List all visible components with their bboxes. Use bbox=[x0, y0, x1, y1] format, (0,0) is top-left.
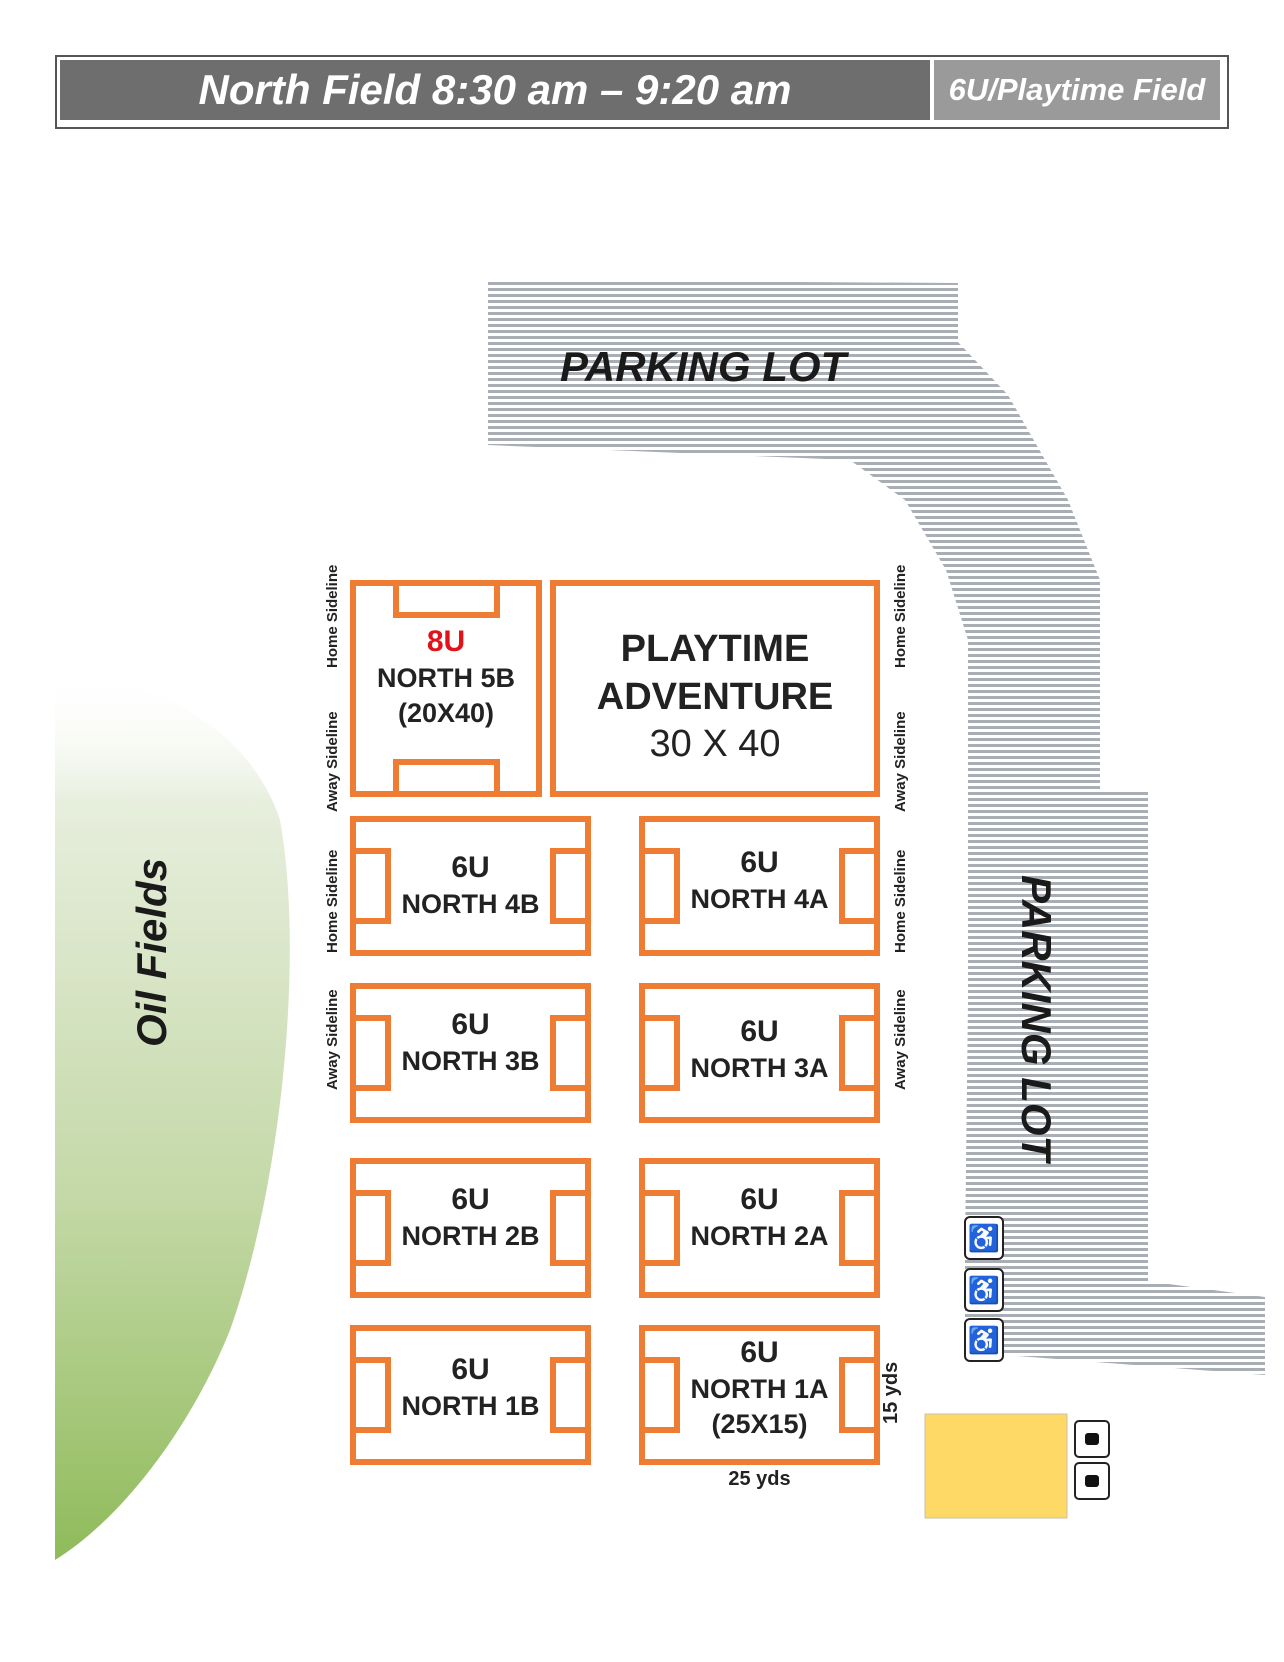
field-north-2b-label: 6U NORTH 2B bbox=[388, 1180, 553, 1254]
oil-fields-label: Oil Fields bbox=[128, 857, 175, 1047]
home-sideline-right-mid: Home Sideline bbox=[892, 849, 909, 953]
field-north-3b-label: 6U NORTH 3B bbox=[388, 1005, 553, 1079]
field-name: NORTH 3B bbox=[401, 1046, 540, 1076]
field-north-4a-label: 6U NORTH 4A bbox=[677, 843, 842, 917]
away-sideline-right-mid: Away Sideline bbox=[892, 989, 909, 1090]
away-sideline-right-top: Away Sideline bbox=[892, 711, 909, 812]
away-sideline-left-top: Away Sideline bbox=[324, 711, 341, 812]
header-banner: North Field 8:30 am – 9:20 am 6U/Playtim… bbox=[55, 55, 1229, 129]
parking-lot-top-label: PARKING LOT bbox=[560, 343, 847, 390]
playtime-line1: PLAYTIME bbox=[620, 628, 810, 670]
field-type-badge: 6U/Playtime Field bbox=[934, 60, 1220, 120]
field-size: (25X15) bbox=[711, 1408, 808, 1439]
age-group: 6U bbox=[740, 1336, 779, 1369]
parking-lot-shape bbox=[488, 280, 1265, 1375]
accessible-parking-icon: ♿ bbox=[964, 1216, 1004, 1260]
field-north-1b-label: 6U NORTH 1B bbox=[388, 1350, 553, 1424]
field-name: NORTH 5B bbox=[376, 663, 515, 693]
goal-box-5b-top bbox=[393, 580, 500, 618]
field-north-5b-label: 8U NORTH 5B (20X40) bbox=[353, 622, 539, 731]
home-sideline-left-mid: Home Sideline bbox=[324, 849, 341, 953]
age-group: 6U bbox=[740, 846, 779, 879]
field-size: (20X40) bbox=[397, 698, 495, 729]
field-name: NORTH 2A bbox=[690, 1221, 829, 1251]
field-playtime-adventure bbox=[550, 580, 880, 797]
page-title: North Field 8:30 am – 9:20 am bbox=[60, 60, 930, 120]
age-group: 6U bbox=[451, 1008, 490, 1041]
field-name: NORTH 4B bbox=[401, 889, 540, 919]
home-sideline-right-top: Home Sideline bbox=[892, 564, 909, 668]
goal-box-5b-bottom bbox=[393, 759, 500, 797]
playtime-line2: ADVENTURE bbox=[596, 675, 834, 718]
field-north-1a-label: 6U NORTH 1A (25X15) bbox=[677, 1334, 842, 1441]
field-name: NORTH 1A bbox=[690, 1374, 829, 1405]
field-name: NORTH 1B bbox=[401, 1391, 540, 1421]
field-name: NORTH 2B bbox=[401, 1221, 540, 1251]
pavilion bbox=[924, 1413, 1068, 1519]
age-group: 6U bbox=[740, 1015, 779, 1048]
playtime-size: 30 X 40 bbox=[649, 723, 781, 765]
restroom-icon bbox=[1074, 1420, 1110, 1458]
age-group: 6U bbox=[451, 851, 490, 884]
away-sideline-left-mid: Away Sideline bbox=[324, 989, 341, 1090]
field-playtime-label: PLAYTIME ADVENTURE 30 X 40 bbox=[553, 626, 877, 769]
age-group: 8U bbox=[426, 625, 466, 658]
height-dimension-label: 15 yds bbox=[880, 1361, 902, 1424]
age-group: 6U bbox=[740, 1183, 779, 1216]
field-name: NORTH 4A bbox=[690, 884, 829, 914]
restroom-icon bbox=[1074, 1462, 1110, 1500]
oil-fields-area bbox=[55, 670, 290, 1560]
width-dimension-label: 25 yds bbox=[728, 1468, 791, 1490]
accessible-parking-icon: ♿ bbox=[964, 1268, 1004, 1312]
field-north-4b-label: 6U NORTH 4B bbox=[388, 848, 553, 922]
parking-lot-right-label: PARKING LOT bbox=[1013, 875, 1060, 1162]
field-north-3a-label: 6U NORTH 3A bbox=[677, 1012, 842, 1086]
home-sideline-left-top: Home Sideline bbox=[324, 564, 341, 668]
accessible-parking-icon: ♿ bbox=[964, 1318, 1004, 1362]
age-group: 6U bbox=[451, 1353, 490, 1386]
age-group: 6U bbox=[451, 1183, 490, 1216]
field-north-2a-label: 6U NORTH 2A bbox=[677, 1180, 842, 1254]
field-name: NORTH 3A bbox=[690, 1053, 829, 1083]
